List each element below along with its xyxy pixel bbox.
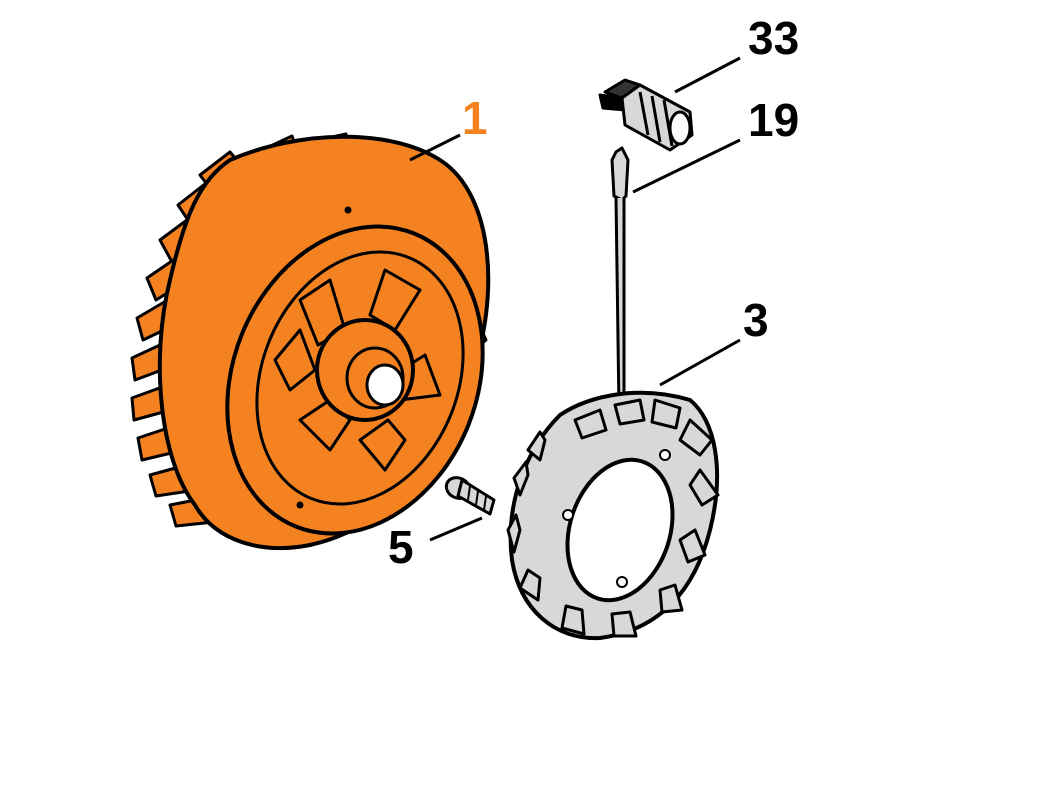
leader-line-3 [659,338,741,387]
leader-lines [409,56,741,542]
wire-part[interactable] [610,146,630,412]
stator-part[interactable] [506,390,720,641]
leader-line-33 [674,56,741,94]
flywheel-bore [365,363,405,407]
callout-3: 3 [743,294,769,346]
leader-line-19 [632,138,741,194]
stator-mount-hole [616,576,628,588]
sleeve-part[interactable] [598,78,694,152]
stator-lugs [506,398,720,638]
flywheel-rivet [344,206,352,214]
stator-mount-hole [562,509,574,521]
callout-19: 19 [748,94,799,146]
callout-5: 5 [388,521,414,573]
leader-line-1 [409,133,461,162]
screw-part[interactable] [443,474,496,516]
flywheel-part[interactable] [130,132,527,572]
stator-mount-hole [659,449,671,461]
flywheel-rivet [296,501,304,509]
callout-1: 1 [462,92,488,144]
callout-33: 33 [748,12,799,64]
leader-line-5 [429,516,483,542]
